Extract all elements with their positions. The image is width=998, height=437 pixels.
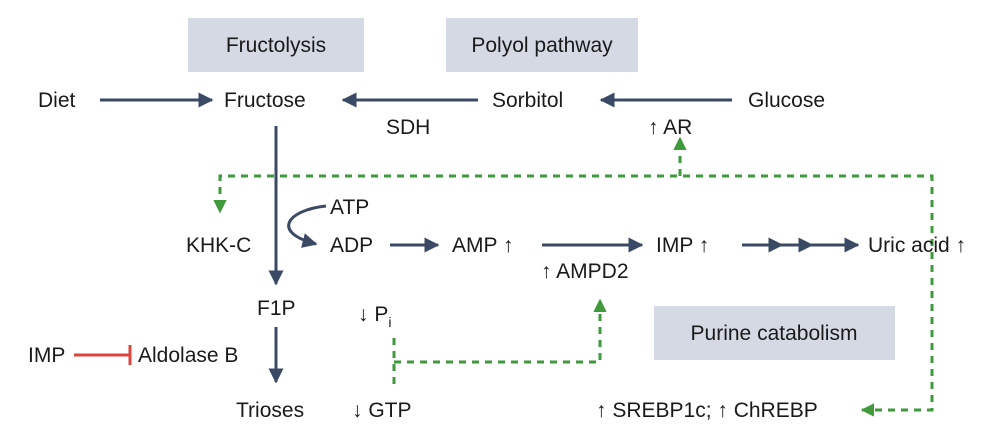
- polyol-label: Polyol pathway: [471, 34, 613, 57]
- node-imp-left: IMP: [28, 344, 65, 367]
- dashed-to-ampd2: [392, 300, 600, 390]
- arrow-atp-adp: [287, 204, 327, 248]
- node-srebp-chrebp: ↑ SREBP1c; ↑ ChREBP: [596, 399, 818, 422]
- node-glucose: Glucose: [748, 89, 825, 112]
- node-amp: AMP ↑: [452, 234, 513, 257]
- node-adp: ADP: [330, 234, 373, 257]
- node-sorbitol: Sorbitol: [492, 89, 563, 112]
- enzyme-ampd2: ↑ AMPD2: [541, 260, 629, 283]
- purine-box: [654, 306, 895, 360]
- node-diet: Diet: [38, 89, 76, 112]
- fructolysis-label: Fructolysis: [226, 34, 326, 57]
- dashed-to-srebp: [860, 252, 934, 417]
- node-uric-acid: Uric acid ↑: [868, 234, 966, 257]
- enzyme-sdh: SDH: [386, 116, 430, 139]
- node-imp-mid: IMP ↑: [656, 234, 709, 257]
- node-pi-main: ↓ P: [358, 303, 388, 326]
- enzyme-ar: ↑ AR: [648, 116, 692, 139]
- node-gtp: ↓ GTP: [352, 399, 412, 422]
- node-trioses: Trioses: [236, 399, 304, 422]
- node-fructose: Fructose: [224, 89, 306, 112]
- polyol-box: [446, 18, 638, 72]
- node-pi-sub: i: [388, 314, 391, 330]
- node-f1p: F1P: [257, 297, 296, 320]
- fructolysis-box: [188, 18, 364, 72]
- purine-label: Purine catabolism: [691, 322, 858, 345]
- dashed-uric-feedback: [213, 174, 934, 246]
- enzyme-khk-c: KHK-C: [186, 234, 251, 257]
- node-atp: ATP: [330, 196, 369, 219]
- node-pi: ↓ Pi: [358, 303, 391, 330]
- enzyme-aldolase-b: Aldolase B: [138, 344, 238, 367]
